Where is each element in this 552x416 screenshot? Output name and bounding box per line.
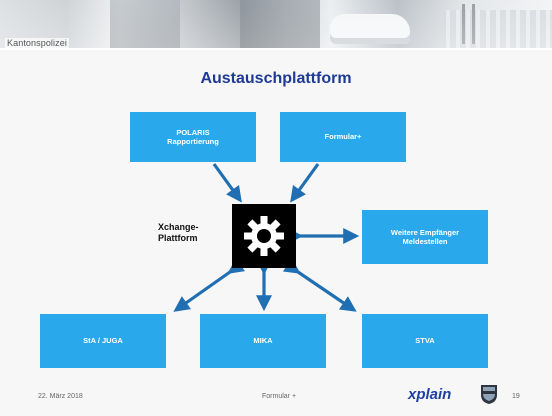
box-stva: STVA xyxy=(362,314,488,368)
hub-label: Xchange- Plattform xyxy=(158,222,199,244)
xplain-logo: xplain xyxy=(408,386,452,403)
box-weitere-empfaenger: Weitere Empfänger Meldestellen xyxy=(362,210,488,264)
box-sta-juga: StA / JUGA xyxy=(40,314,166,368)
footer-center-label: Formular + xyxy=(262,393,297,400)
header-banner-image xyxy=(0,0,552,48)
arrow-formular-to-hub xyxy=(290,163,320,203)
page-number: 19 xyxy=(512,393,520,400)
arrow-hub-stva xyxy=(282,258,357,312)
police-car-image xyxy=(330,14,410,44)
brand-label: Kantonspolizei xyxy=(5,38,69,48)
box-polaris: POLARIS Rapportierung xyxy=(130,112,256,162)
xchange-hub xyxy=(232,204,296,268)
gear-icon xyxy=(244,216,284,256)
slide-title: Austauschplattform xyxy=(200,70,352,87)
building-image xyxy=(440,10,552,48)
box-formular: Formular+ xyxy=(280,112,406,162)
box-mika: MIKA xyxy=(200,314,326,368)
police-crest-icon xyxy=(481,385,497,404)
footer-date: 22. März 2018 xyxy=(38,393,83,400)
arrow-polaris-to-hub xyxy=(212,163,242,203)
arrow-hub-sta xyxy=(173,258,246,312)
